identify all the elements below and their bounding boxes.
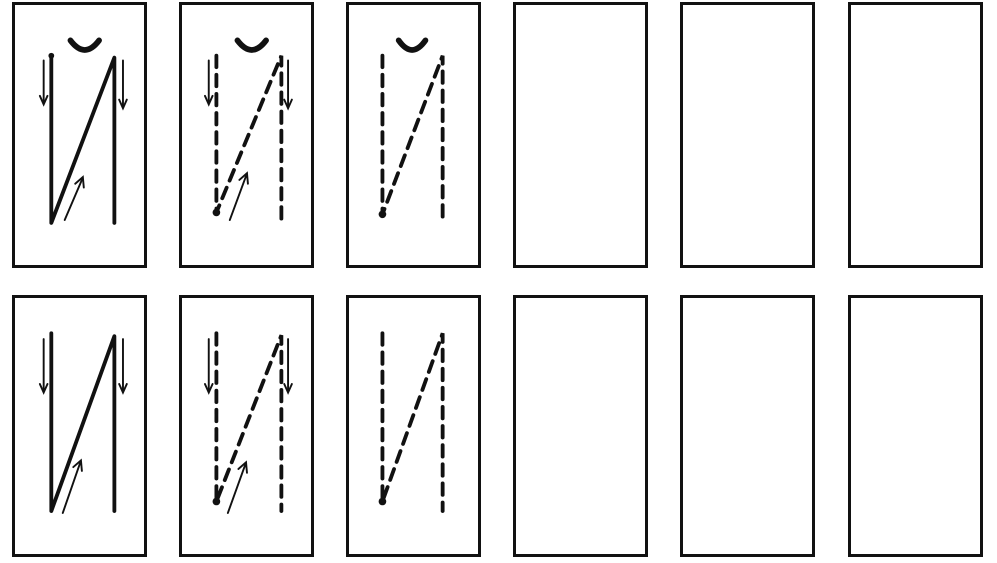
letter-n-dashed-with-arrows	[203, 37, 293, 224]
tracing-card-row1-col1	[12, 2, 147, 268]
dashed-letter-stroke	[380, 53, 445, 224]
blank-card-row2-col6	[848, 295, 983, 557]
letter-n-dashed-with-arrows	[203, 331, 293, 514]
letter-n-solid-with-arrows	[38, 331, 128, 514]
up-diagonal-arrow	[226, 464, 247, 514]
tracing-card-row1-col3	[346, 2, 481, 268]
accent-mark	[395, 37, 429, 53]
up-diagonal-arrow	[61, 462, 81, 514]
dashed-letter-stroke	[214, 53, 284, 224]
letter-stroke	[49, 331, 117, 513]
tracing-card-row2-col3	[346, 295, 481, 557]
letter-n-dashed	[378, 37, 445, 224]
tracing-card-row2-col1	[12, 295, 147, 557]
blank-card-row1-col6	[848, 2, 983, 268]
blank-card-row1-col4	[513, 2, 648, 268]
dashed-letter-stroke	[214, 331, 284, 513]
blank-card-row1-col5	[680, 2, 815, 268]
tracing-card-row1-col2	[179, 2, 314, 268]
blank-card-row2-col4	[513, 295, 648, 557]
letter-n-dashed	[378, 331, 445, 513]
up-diagonal-arrow	[228, 175, 247, 221]
accent-mark	[234, 37, 269, 53]
dashed-letter-stroke	[380, 331, 445, 513]
letter-n-solid-with-arrows	[38, 37, 128, 225]
blank-card-row2-col5	[680, 295, 815, 557]
up-diagonal-arrow	[63, 178, 83, 221]
tracing-card-row2-col2	[179, 295, 314, 557]
letter-stroke	[49, 53, 117, 225]
accent-mark	[67, 37, 102, 53]
